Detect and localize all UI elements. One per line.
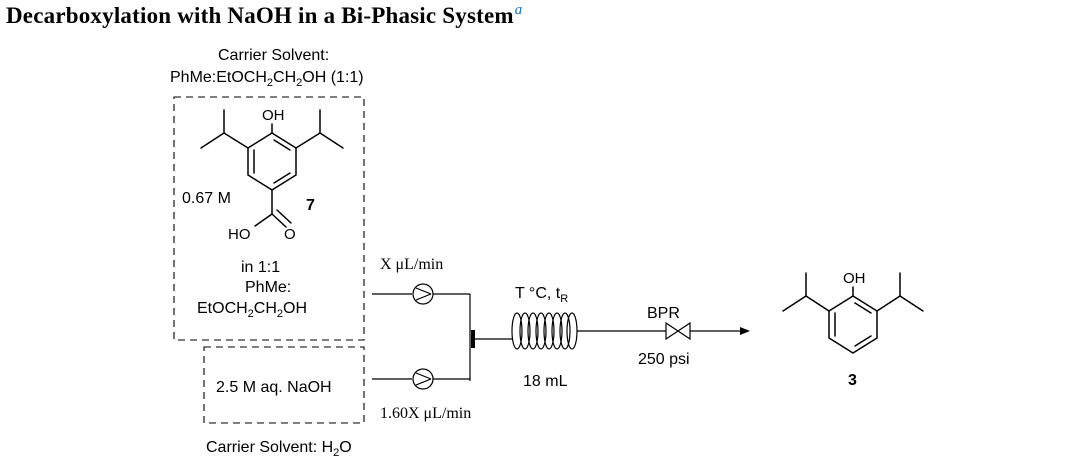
bottom-carrier-label: Carrier Solvent: H2O <box>206 439 352 459</box>
solvent-line-2: PhMe: <box>245 279 291 296</box>
bottom-reagent-box <box>203 346 365 424</box>
product-arrow-icon <box>690 327 750 335</box>
ring-double-bond <box>854 335 872 347</box>
solvent-line-3: EtOCH2CH2OH <box>197 300 307 320</box>
isopropyl-bond <box>295 132 321 149</box>
isopropyl-bond <box>899 295 924 312</box>
top-flow-rate: X μL/min <box>380 256 443 273</box>
isopropyl-bond <box>876 295 901 312</box>
compound-3-ring <box>828 295 878 354</box>
compound-3-structure: OH <box>782 270 924 354</box>
ring-double-bond <box>273 172 291 184</box>
compound-3-number: 3 <box>848 372 857 389</box>
reactor-conditions: T °C, tR <box>515 285 568 305</box>
acid-double-bond <box>276 209 292 224</box>
solvent-line-1: in 1:1 <box>241 259 280 276</box>
acid-bond <box>254 213 273 227</box>
ring-double-bond <box>854 302 872 314</box>
acid-bond <box>271 213 287 228</box>
compound-7-ho-label: HO <box>228 226 251 243</box>
bottom-flow-rate: 1.60X μL/min <box>380 405 471 422</box>
compound-7-number: 7 <box>306 197 315 214</box>
compound-7-ring <box>247 132 297 191</box>
isopropyl-bond <box>200 132 225 149</box>
bpr-label: BPR <box>647 305 680 322</box>
isopropyl-bond <box>223 132 249 149</box>
isopropyl-bond <box>782 295 807 312</box>
compound-7-o-label: O <box>284 226 296 243</box>
scheme-title: Decarboxylation with NaOH in a Bi-Phasic… <box>6 2 522 29</box>
compound-3-oh-label: OH <box>843 270 866 287</box>
bpr-valve-icon <box>665 321 691 341</box>
bpr-pressure: 250 psi <box>638 351 690 368</box>
compound-7-structure: OH HO O <box>200 107 344 243</box>
naoh-reagent-label: 2.5 M aq. NaOH <box>216 379 332 396</box>
compound-7-oh-label: OH <box>262 107 285 124</box>
concentration-label: 0.67 M <box>182 190 231 207</box>
isopropyl-bond <box>805 295 830 312</box>
t-mixer-icon <box>471 330 512 348</box>
top-carrier-label: Carrier Solvent: <box>218 47 329 64</box>
reactor-volume: 18 mL <box>523 373 568 390</box>
top-reagent-box <box>173 96 365 341</box>
footnote-mark: a <box>514 2 523 18</box>
ring-double-bond <box>273 139 291 151</box>
top-carrier-solvent: PhMe:EtOCH2CH2OH (1:1) <box>170 69 364 89</box>
top-pump-icon <box>412 283 434 305</box>
scheme-title-text: Decarboxylation with NaOH in a Bi-Phasic… <box>6 3 514 28</box>
coil-reactor-icon <box>511 312 578 350</box>
bottom-pump-icon <box>412 368 434 390</box>
isopropyl-bond <box>319 132 344 149</box>
